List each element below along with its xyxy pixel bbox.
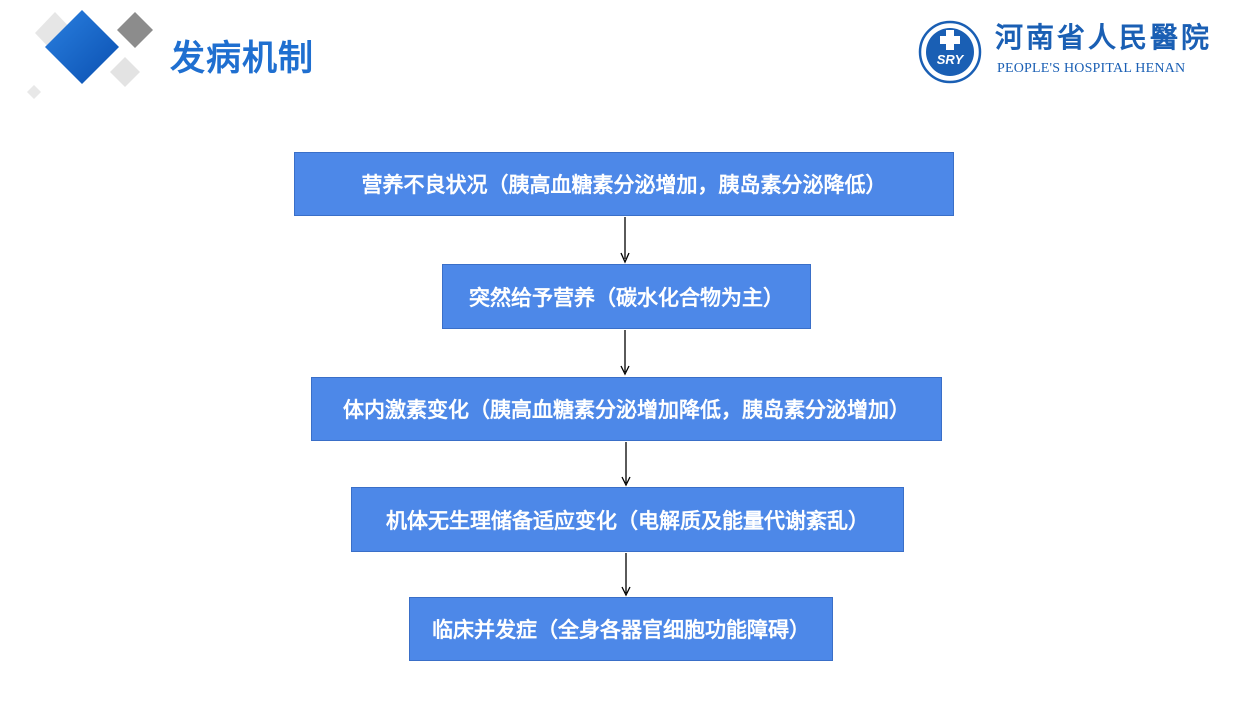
logo-emblem-text: SRY [937, 52, 965, 67]
flow-step-3-label: 体内激素变化（胰高血糖素分泌增加降低，胰岛素分泌增加） [343, 398, 910, 422]
flow-step-4: 机体无生理储备适应变化（电解质及能量代谢紊乱） [351, 487, 904, 552]
flow-step-5: 临床并发症（全身各器官细胞功能障碍） [409, 597, 833, 661]
flow-arrow-3-head [621, 476, 631, 487]
flow-arrow-1-head [620, 252, 630, 264]
flow-arrow-2-head [620, 365, 630, 376]
page-title: 发病机制 [170, 39, 315, 79]
header-diamond-decoration [27, 10, 153, 99]
hospital-logo: SRY [918, 20, 982, 84]
flow-step-2-label: 突然给予营养（碳水化合物为主） [469, 285, 784, 310]
hospital-name-en: PEOPLE'S HOSPITAL HENAN [997, 61, 1186, 76]
flow-step-1-label: 营养不良状况（胰高血糖素分泌增加，胰岛素分泌降低） [361, 173, 887, 197]
flow-step-1: 营养不良状况（胰高血糖素分泌增加，胰岛素分泌降低） [294, 152, 954, 216]
flow-step-5-label: 临床并发症（全身各器官细胞功能障碍） [432, 618, 810, 642]
hospital-name-cn: 河南省人民醫院 [995, 21, 1213, 54]
flow-arrow-4-head [621, 586, 631, 597]
flow-step-3: 体内激素变化（胰高血糖素分泌增加降低，胰岛素分泌增加） [311, 377, 942, 441]
flow-step-2: 突然给予营养（碳水化合物为主） [442, 264, 811, 329]
flow-step-4-label: 机体无生理储备适应变化（电解质及能量代谢紊乱） [386, 508, 869, 533]
